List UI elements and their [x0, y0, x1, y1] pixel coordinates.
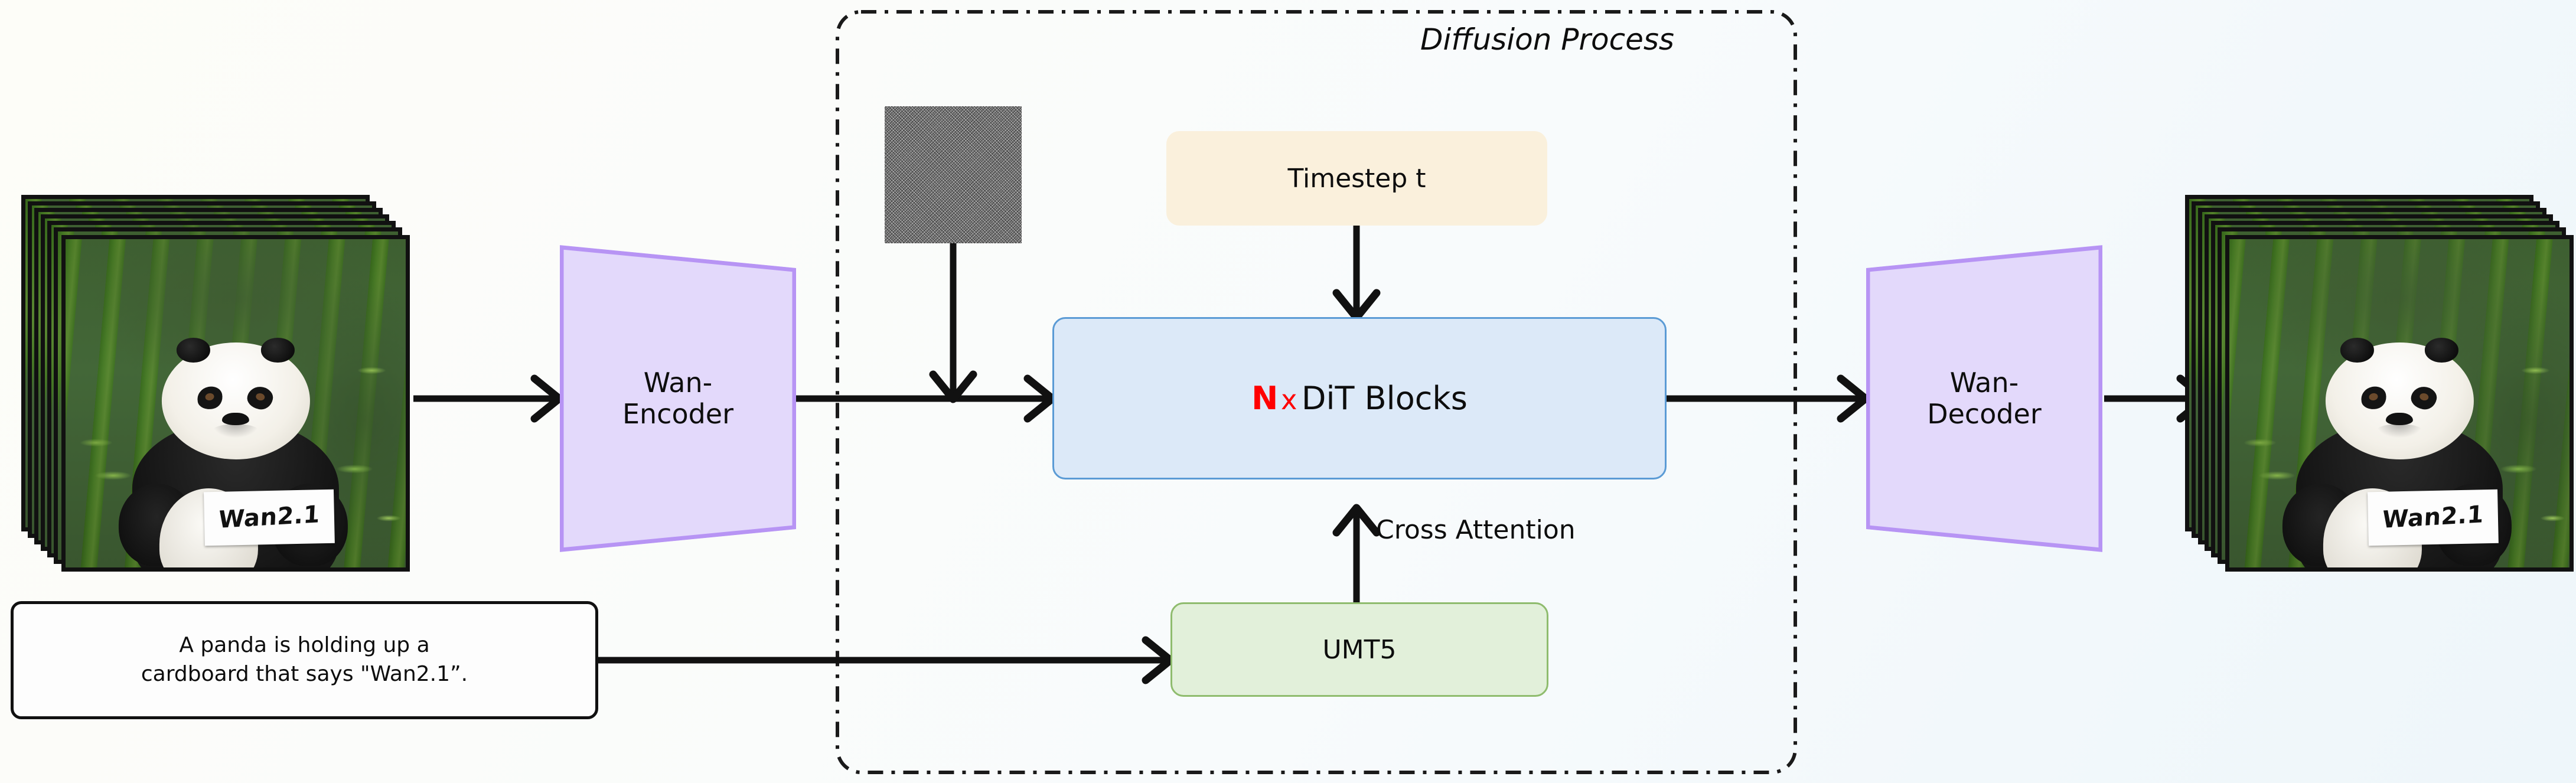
- wan-decoder-label: Wan- Decoder: [1927, 367, 2042, 430]
- panda-sign-text: Wan2.1: [217, 501, 321, 534]
- cross-attention-label: Cross Attention: [1376, 515, 1576, 545]
- video-frame-front: Wan2.1: [61, 235, 410, 572]
- panda-muzzle: [211, 424, 260, 438]
- panda-pupil: [2368, 392, 2379, 402]
- timestep-block[interactable]: Timestep t: [1166, 131, 1547, 226]
- arrow-encoder-to-dit: [796, 374, 1057, 423]
- panda-sign-card: Wan2.1: [2367, 489, 2499, 546]
- panda-ear-right: [260, 338, 295, 363]
- text-prompt-box[interactable]: A panda is holding up a cardboard that s…: [11, 601, 598, 719]
- gaussian-noise-patch: [885, 106, 1022, 243]
- panda-nose: [222, 412, 249, 426]
- panda-eye-right: [245, 384, 275, 412]
- panda-figure: Wan2.1: [119, 338, 348, 567]
- input-video-frames[interactable]: Wan2.1: [21, 195, 411, 573]
- video-frame-front: Wan2.1: [2225, 235, 2574, 572]
- output-video-frames[interactable]: Wan2.1: [2185, 195, 2575, 573]
- panda-nose: [2386, 412, 2413, 426]
- arrow-umt5-to-dit: [1332, 504, 1381, 602]
- dit-times-symbol: x: [1281, 384, 1297, 416]
- arrow-timestep-to-dit: [1332, 226, 1381, 322]
- arrow-dit-to-decoder: [1665, 374, 1870, 423]
- panda-sign-text: Wan2.1: [2381, 501, 2485, 534]
- panda-pupil: [255, 392, 266, 402]
- arrow-noise-to-latent: [929, 243, 977, 403]
- panda-figure: Wan2.1: [2282, 338, 2512, 567]
- text-prompt-value: A panda is holding up a cardboard that s…: [141, 633, 468, 686]
- dit-blocks-text: DiT Blocks: [1301, 380, 1468, 417]
- panda-pupil: [204, 392, 215, 402]
- panda-eye-left: [2359, 384, 2388, 412]
- panda-head: [2325, 338, 2474, 459]
- arrow-frames-to-encoder: [413, 374, 563, 423]
- wan-encoder-block[interactable]: Wan- Encoder: [560, 245, 796, 552]
- timestep-label: Timestep t: [1287, 163, 1426, 194]
- panda-ear-left: [176, 338, 211, 363]
- dit-repeat-count: N: [1251, 380, 1279, 417]
- panda-eye-left: [195, 384, 224, 412]
- diffusion-process-label: Diffusion Process: [1420, 22, 1674, 57]
- panda-head: [161, 338, 310, 459]
- arrow-prompt-to-umt5: [598, 636, 1175, 684]
- umt5-text-encoder-block[interactable]: UMT5: [1170, 602, 1548, 697]
- umt5-label: UMT5: [1322, 634, 1397, 665]
- panda-ear-right: [2424, 338, 2459, 363]
- wan-encoder-label: Wan- Encoder: [622, 367, 734, 430]
- panda-sign-card: Wan2.1: [203, 489, 335, 546]
- panda-pupil: [2418, 392, 2430, 402]
- wan-decoder-block[interactable]: Wan- Decoder: [1866, 245, 2102, 552]
- panda-ear-left: [2340, 338, 2375, 363]
- panda-muzzle: [2375, 424, 2424, 438]
- panda-eye-right: [2409, 384, 2439, 412]
